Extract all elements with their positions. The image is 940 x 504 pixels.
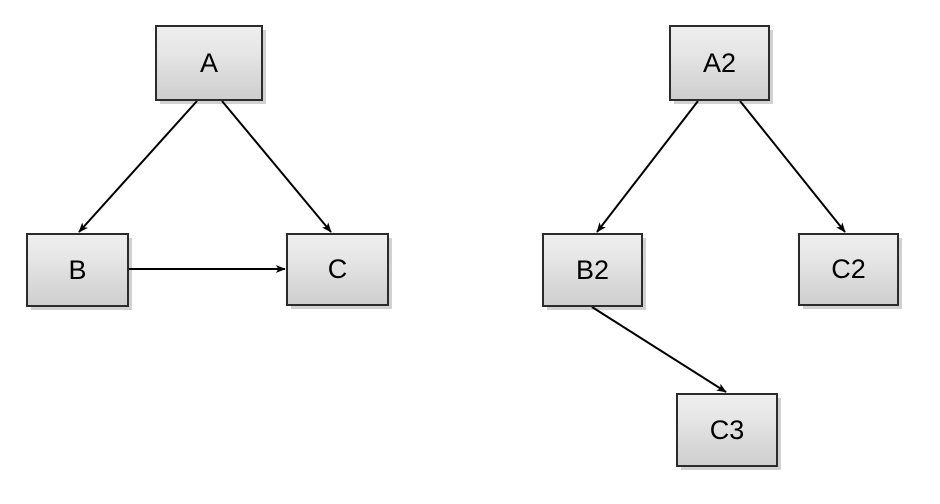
edge-a2-to-b2[interactable] <box>596 100 699 233</box>
node-a[interactable]: A <box>155 25 263 101</box>
edge-a-to-c[interactable] <box>221 100 332 233</box>
node-c2[interactable]: C2 <box>798 233 899 306</box>
node-label-a: A <box>199 47 218 78</box>
node-b[interactable]: B <box>26 233 129 307</box>
edge-a2-to-c2[interactable] <box>739 100 846 233</box>
node-label-a2: A2 <box>702 47 737 78</box>
node-c3[interactable]: C3 <box>676 393 778 467</box>
node-label-c: C <box>327 254 348 284</box>
edge-a-to-b[interactable] <box>78 100 198 233</box>
node-b2[interactable]: B2 <box>542 233 643 307</box>
node-label-c2: C2 <box>831 254 866 284</box>
node-label-b2: B2 <box>575 254 610 285</box>
node-label-c3: C3 <box>709 414 745 445</box>
node-c[interactable]: C <box>286 233 389 306</box>
node-label-b: B <box>68 254 87 285</box>
edge-b2-to-c3[interactable] <box>591 306 727 393</box>
node-a2[interactable]: A2 <box>669 25 770 101</box>
